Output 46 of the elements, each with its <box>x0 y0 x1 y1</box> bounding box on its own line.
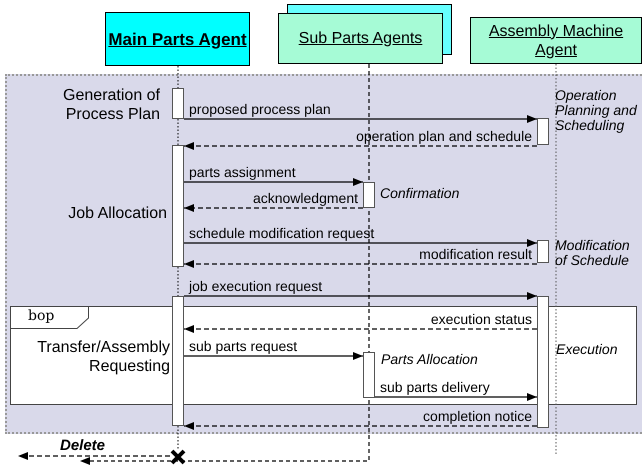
activation-bar <box>172 88 184 119</box>
message-label: completion notice <box>423 408 532 424</box>
fragment-tag: bop <box>10 306 89 329</box>
message-arrow <box>80 64 370 465</box>
activation-bar <box>537 240 549 263</box>
message-arrow <box>184 352 363 360</box>
activity-label: Execution <box>556 342 618 357</box>
message-arrow <box>184 422 537 430</box>
message-arrow <box>184 292 537 300</box>
message-label: sub parts delivery <box>380 379 490 395</box>
message-arrow <box>375 393 537 401</box>
agent-box: Main Parts Agent <box>105 12 250 66</box>
message-arrow <box>184 115 537 123</box>
phase-label: Generation of Process Plan <box>62 86 160 124</box>
activity-label: Confirmation <box>380 186 460 201</box>
activation-bar <box>172 145 184 267</box>
message-arrow <box>184 204 363 212</box>
message-label: operation plan and schedule <box>356 128 532 144</box>
message-arrow <box>184 325 537 333</box>
message-label: job execution request <box>189 278 322 294</box>
activation-bar <box>537 296 549 428</box>
message-arrow <box>184 239 537 247</box>
message-arrow <box>184 260 537 268</box>
message-label: sub parts request <box>189 338 298 354</box>
message-arrow <box>184 178 363 186</box>
message-label: Delete <box>60 438 106 454</box>
message-label: execution status <box>430 311 532 327</box>
message-label: proposed process plan <box>189 101 331 117</box>
message-arrow <box>18 452 170 460</box>
message-label: schedule modification request <box>189 225 374 241</box>
activation-bar <box>363 182 375 208</box>
phase-label: Transfer/Assembly Requesting <box>36 338 170 376</box>
activation-bar <box>537 118 549 145</box>
message-label: acknowledgment <box>252 190 358 206</box>
activation-bar <box>363 352 375 398</box>
agent-box: Assembly Machine Agent <box>470 17 642 64</box>
activity-label: Parts Allocation <box>381 352 479 367</box>
fragment-frame <box>10 306 637 405</box>
activity-label: Operation Planning and Scheduling <box>555 88 638 133</box>
phase-label: Job Allocation <box>67 204 167 223</box>
activity-label: Modification of Schedule <box>555 238 631 268</box>
message-label: modification result <box>419 246 532 262</box>
message-arrow <box>184 142 537 150</box>
activation-bar <box>172 296 184 426</box>
message-label: parts assignment <box>189 164 296 180</box>
destroy-mark <box>170 449 186 465</box>
